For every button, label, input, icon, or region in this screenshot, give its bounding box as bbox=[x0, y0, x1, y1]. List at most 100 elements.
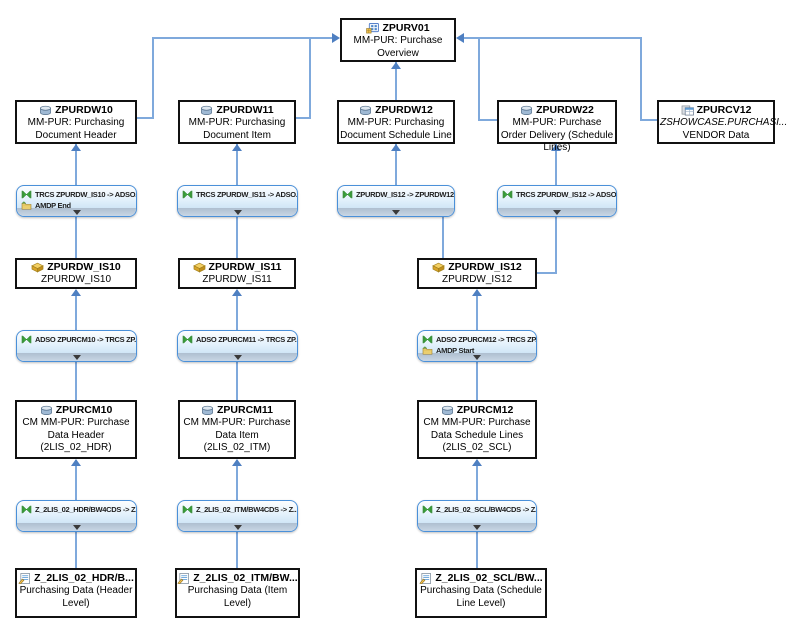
expand-icon[interactable] bbox=[72, 210, 81, 215]
node-subtitle: CM MM-PUR: Purchase Data Item (2LIS_02_I… bbox=[183, 417, 291, 453]
adso-icon bbox=[441, 405, 454, 416]
datasource-icon bbox=[419, 573, 432, 584]
node-header: Z_2LIS_02_ITM/BW... bbox=[177, 570, 298, 585]
transformation-sublabel: AMDP End bbox=[35, 201, 71, 210]
node-header: ZPURDW_IS10 bbox=[17, 260, 135, 274]
node-subtitle: Purchasing Data (Schedule Line Level) bbox=[420, 585, 542, 609]
node-zpurdw11[interactable]: ZPURDW11 MM-PUR: Purchasing Document Ite… bbox=[178, 100, 296, 144]
node-header: ZPURDW_IS12 bbox=[419, 260, 535, 274]
transformation-label: Z_2LIS_02_SCL/BW4CDS -> Z... bbox=[436, 505, 537, 514]
node-title: Z_2LIS_02_HDR/B... bbox=[34, 572, 134, 584]
node-header: ZPURV01 bbox=[342, 20, 454, 35]
edge-line bbox=[476, 362, 478, 400]
transformation-label-row: Z_2LIS_02_SCL/BW4CDS -> Z... bbox=[422, 504, 536, 515]
infosource-icon bbox=[31, 262, 44, 273]
infosource-icon bbox=[193, 262, 206, 273]
node-title: ZPURDW_IS10 bbox=[47, 261, 121, 273]
transformation-scl-bw4cds[interactable]: Z_2LIS_02_SCL/BW4CDS -> Z... bbox=[417, 500, 537, 532]
node-datasource-itm[interactable]: Z_2LIS_02_ITM/BW... Purchasing Data (Ite… bbox=[175, 568, 300, 618]
node-datasource-scl[interactable]: Z_2LIS_02_SCL/BW... Purchasing Data (Sch… bbox=[415, 568, 547, 618]
transformation-trcs-is11-adso[interactable]: TRCS ZPURDW_IS11 -> ADSO... bbox=[177, 185, 298, 217]
transformation-icon bbox=[21, 335, 32, 344]
node-zpurv01[interactable]: ZPURV01 MM-PUR: Purchase Overview bbox=[340, 18, 456, 62]
amdp-icon bbox=[21, 201, 32, 210]
amdp-icon bbox=[422, 346, 433, 355]
node-zpurdw-is10[interactable]: ZPURDW_IS10 ZPURDW_IS10 bbox=[15, 258, 137, 289]
arrowhead-icon bbox=[551, 144, 561, 151]
transformation-icon bbox=[21, 505, 32, 514]
transformation-label: TRCS ZPURDW_IS12 -> ADSO... bbox=[516, 190, 617, 199]
transformation-label-row: TRCS ZPURDW_IS11 -> ADSO... bbox=[182, 189, 297, 200]
node-header: ZPURDW22 bbox=[499, 102, 615, 117]
node-zpurcm11[interactable]: ZPURCM11 CM MM-PUR: Purchase Data Item (… bbox=[178, 400, 296, 459]
node-subtitle: ZPURDW_IS11 bbox=[202, 274, 272, 285]
expand-icon[interactable] bbox=[392, 210, 400, 215]
arrowhead-icon bbox=[232, 459, 242, 466]
expand-icon[interactable] bbox=[233, 525, 242, 530]
expand-icon[interactable] bbox=[233, 355, 242, 360]
arrowhead-icon bbox=[332, 33, 340, 43]
transformation-is12-dw12[interactable]: ZPURDW_IS12 -> ZPURDW12 bbox=[337, 185, 455, 217]
node-zpurcv12[interactable]: ZPURCV12 ZSHOWCASE.PURCHASI... VENDOR Da… bbox=[657, 100, 787, 144]
arrowhead-icon bbox=[391, 144, 401, 151]
edge-line bbox=[478, 37, 480, 121]
transformation-label: ADSO ZPURCM11 -> TRCS ZP... bbox=[196, 335, 298, 344]
transformation-hdr-bw4cds[interactable]: Z_2LIS_02_HDR/BW4CDS -> Z... bbox=[16, 500, 137, 532]
expand-icon[interactable] bbox=[72, 355, 81, 360]
adso-icon bbox=[520, 105, 533, 116]
transformation-itm-bw4cds[interactable]: Z_2LIS_02_ITM/BW4CDS -> Z... bbox=[177, 500, 298, 532]
transformation-icon bbox=[422, 505, 433, 514]
node-title: ZPURDW10 bbox=[55, 104, 113, 116]
node-zpurcm10[interactable]: ZPURCM10 CM MM-PUR: Purchase Data Header… bbox=[15, 400, 137, 459]
edge-line bbox=[236, 144, 238, 185]
datasource-icon bbox=[18, 573, 31, 584]
adso-icon bbox=[200, 105, 213, 116]
transformation-adso-cm11-trcs[interactable]: ADSO ZPURCM11 -> TRCS ZP... bbox=[177, 330, 298, 362]
node-subtitle: CM MM-PUR: Purchase Data Header (2LIS_02… bbox=[22, 417, 130, 453]
node-zpurdw22[interactable]: ZPURDW22 MM-PUR: Purchase Order Delivery… bbox=[497, 100, 617, 153]
adso-icon bbox=[40, 405, 53, 416]
transformation-label: Z_2LIS_02_HDR/BW4CDS -> Z... bbox=[35, 505, 137, 514]
infosource-icon bbox=[432, 262, 445, 273]
arrowhead-icon bbox=[71, 144, 81, 151]
node-zpurdw-is11[interactable]: ZPURDW_IS11 ZPURDW_IS11 bbox=[178, 258, 296, 289]
node-zpurdw10[interactable]: ZPURDW10 MM-PUR: Purchasing Document Hea… bbox=[15, 100, 137, 144]
adso-icon bbox=[201, 405, 214, 416]
node-datasource-hdr[interactable]: Z_2LIS_02_HDR/B... Purchasing Data (Head… bbox=[15, 568, 137, 618]
transformation-adso-cm12-trcs[interactable]: ADSO ZPURCM12 -> TRCS ZP... AMDP Start bbox=[417, 330, 537, 362]
edge-line bbox=[153, 37, 333, 39]
node-subtitle: Purchasing Data (Item Level) bbox=[187, 585, 288, 609]
edge-line bbox=[537, 272, 557, 274]
transformation-trcs-is10-adso[interactable]: TRCS ZPURDW_IS10 -> ADSO... AMDP End bbox=[16, 185, 137, 217]
node-header: ZPURDW_IS11 bbox=[180, 260, 294, 274]
expand-icon[interactable] bbox=[233, 210, 242, 215]
node-subtitle: MM-PUR: Purchasing Document Item bbox=[188, 117, 286, 141]
calculation-view-icon bbox=[681, 105, 694, 116]
transformation-icon bbox=[422, 335, 433, 344]
node-subtitle: MM-PUR: Purchase Order Delivery (Schedul… bbox=[500, 117, 614, 153]
node-zpurdw12[interactable]: ZPURDW12 MM-PUR: Purchasing Document Sch… bbox=[337, 100, 455, 144]
expand-icon[interactable] bbox=[553, 210, 561, 215]
edge-line bbox=[640, 119, 658, 121]
expand-icon[interactable] bbox=[473, 525, 481, 530]
transformation-trcs-is12-adso[interactable]: TRCS ZPURDW_IS12 -> ADSO... bbox=[497, 185, 617, 217]
transformation-label-row: ADSO ZPURCM10 -> TRCS ZP... bbox=[21, 334, 136, 345]
transformation-label-row: TRCS ZPURDW_IS12 -> ADSO... bbox=[502, 189, 616, 200]
expand-icon[interactable] bbox=[72, 525, 81, 530]
edge-line bbox=[296, 117, 311, 119]
transformation-adso-cm10-trcs[interactable]: ADSO ZPURCM10 -> TRCS ZP... bbox=[16, 330, 137, 362]
expand-icon[interactable] bbox=[473, 355, 481, 360]
transformation-label: Z_2LIS_02_ITM/BW4CDS -> Z... bbox=[196, 505, 298, 514]
node-title: ZPURDW11 bbox=[216, 104, 274, 116]
node-title: Z_2LIS_02_ITM/BW... bbox=[193, 572, 298, 584]
node-title: ZPURDW22 bbox=[536, 104, 594, 116]
node-title: ZPURCM11 bbox=[216, 404, 273, 416]
transformation-sublabel: AMDP Start bbox=[436, 346, 475, 355]
edge-line bbox=[152, 37, 154, 119]
node-subtitle: ZPURDW_IS10 bbox=[40, 274, 111, 285]
node-zpurcm12[interactable]: ZPURCM12 CM MM-PUR: Purchase Data Schedu… bbox=[417, 400, 537, 459]
transformation-label-row: ADSO ZPURCM12 -> TRCS ZP... bbox=[422, 334, 536, 345]
edge-line bbox=[476, 460, 478, 500]
node-zpurdw-is12[interactable]: ZPURDW_IS12 ZPURDW_IS12 bbox=[417, 258, 537, 289]
node-subtitle: ZPURDW_IS12 bbox=[441, 274, 512, 285]
